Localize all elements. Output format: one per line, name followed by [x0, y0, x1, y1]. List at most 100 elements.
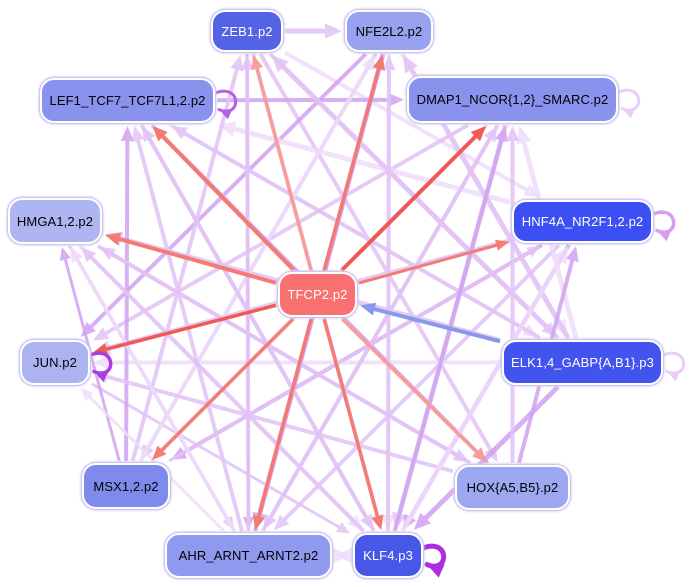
- edge-ahr-lef1[interactable]: [131, 126, 244, 532]
- edge-klf4-lef1[interactable]: [142, 126, 376, 532]
- node-elk1[interactable]: ELK1,4_GABP{A,B1}.p3: [502, 340, 663, 385]
- node-label: KLF4.p3: [363, 548, 413, 563]
- edge-msx1-lef1[interactable]: [120, 126, 134, 462]
- edge-elk1-jun[interactable]: [93, 355, 500, 370]
- self-loop-lef1[interactable]: [212, 89, 238, 120]
- arrowhead: [252, 514, 265, 530]
- edge-msx1-hmga1[interactable]: [59, 247, 121, 462]
- arrowhead: [120, 126, 134, 142]
- arrowhead: [360, 302, 377, 316]
- node-hox[interactable]: HOX{A5,B5}.p2: [455, 465, 570, 510]
- edge-elk1-lef1[interactable]: [171, 126, 541, 340]
- edge-klf4-ahr[interactable]: [335, 547, 352, 564]
- arrowhead: [553, 246, 569, 265]
- arrowhead: [80, 388, 94, 402]
- self-loop-elk1[interactable]: [660, 351, 686, 382]
- edge-msx1-zeb1[interactable]: [130, 55, 244, 462]
- arrowhead: [526, 246, 541, 258]
- self-loop-jun[interactable]: [87, 351, 113, 383]
- arrowhead: [622, 108, 636, 119]
- edge-klf4-dmap1[interactable]: [392, 126, 508, 532]
- node-klf4[interactable]: KLF4.p3: [353, 533, 423, 578]
- edge-tfcp2-ahr[interactable]: [252, 318, 313, 530]
- arrowhead: [667, 371, 681, 382]
- node-tfcp2[interactable]: TFCP2.p2: [278, 272, 357, 317]
- edge-elk1-tfcp2[interactable]: [360, 302, 501, 344]
- arrowhead: [470, 126, 486, 142]
- edge-zeb1-nfe2l2[interactable]: [285, 23, 342, 39]
- arrowhead: [403, 55, 419, 74]
- arrowhead: [565, 246, 579, 263]
- node-label: AHR_ARNT_ARNT2.p2: [178, 548, 319, 563]
- node-zeb1[interactable]: ZEB1.p2: [211, 10, 283, 52]
- arrowhead: [505, 126, 520, 141]
- node-hmga1[interactable]: HMGA1,2.p2: [8, 198, 102, 244]
- arrowhead: [494, 126, 508, 143]
- edge-tfcp2-nfe2l2[interactable]: [322, 55, 385, 271]
- node-label: HOX{A5,B5}.p2: [466, 480, 559, 495]
- node-ahr[interactable]: AHR_ARNT_ARNT2.p2: [165, 533, 332, 578]
- edge-tfcp2-hmga1[interactable]: [105, 232, 277, 285]
- node-label: TFCP2.p2: [287, 287, 348, 302]
- arrowhead: [152, 445, 167, 460]
- arrowhead: [131, 126, 145, 143]
- arrowhead: [93, 355, 108, 370]
- node-label: NFE2L2.p2: [355, 23, 423, 39]
- edge-ahr-hmga1[interactable]: [70, 247, 237, 533]
- arrowhead: [171, 126, 189, 140]
- arrowhead: [240, 55, 254, 71]
- arrowhead: [388, 93, 404, 107]
- edge-tfcp2-lef1[interactable]: [152, 126, 295, 272]
- arrowhead: [382, 55, 396, 71]
- edge-tfcp2-msx1[interactable]: [152, 317, 295, 460]
- edge-dmap1-jun[interactable]: [93, 123, 470, 341]
- self-loop-klf4[interactable]: [419, 543, 447, 578]
- node-label: ELK1,4_GABP{A,B1}.p3: [511, 355, 654, 370]
- arrowhead: [93, 327, 110, 341]
- edge-ahr-zeb1[interactable]: [240, 55, 254, 532]
- arrowhead: [94, 371, 109, 383]
- edge-hox-dmap1[interactable]: [505, 126, 520, 463]
- edge-klf4-nfe2l2[interactable]: [382, 55, 396, 532]
- arrowhead: [427, 564, 445, 578]
- node-label: JUN.p2: [33, 355, 77, 370]
- arrowhead: [271, 55, 289, 73]
- arrowhead: [99, 247, 116, 261]
- arrowhead: [219, 109, 233, 120]
- arrowhead: [251, 55, 263, 71]
- node-msx1[interactable]: MSX1,2.p2: [82, 463, 170, 509]
- edge-klf4-hnf4a[interactable]: [400, 246, 569, 533]
- edge-tfcp2-zeb1[interactable]: [251, 55, 313, 271]
- edge-hox-hmga1[interactable]: [99, 247, 472, 465]
- arrowhead: [483, 126, 498, 143]
- arrowhead: [472, 447, 487, 462]
- edge-tfcp2-dmap1[interactable]: [340, 126, 486, 272]
- edge-elk1-klf4[interactable]: [413, 385, 560, 530]
- node-dmap1[interactable]: DMAP1_NCOR{1,2}_SMARC.p2: [407, 76, 618, 123]
- arrowhead: [325, 23, 342, 39]
- node-lef1[interactable]: LEF1_TCF7_TCF7L1,2.p2: [40, 78, 215, 123]
- arrowhead: [372, 55, 385, 71]
- node-label: ZEB1.p2: [221, 23, 273, 39]
- self-loop-hnf4a[interactable]: [650, 210, 676, 242]
- edge-tfcp2-hnf4a[interactable]: [358, 239, 509, 285]
- node-label: HNF4A_NR2F1,2.p2: [521, 214, 644, 229]
- arrowhead: [152, 126, 168, 142]
- arrowhead: [516, 126, 532, 145]
- arrowhead: [105, 232, 122, 246]
- edge-tfcp2-klf4[interactable]: [322, 318, 384, 530]
- edge-msx1-hnf4a[interactable]: [168, 246, 541, 463]
- node-hnf4a[interactable]: HNF4A_NR2F1,2.p2: [512, 200, 653, 243]
- edge-klf4-hmga1[interactable]: [80, 247, 366, 533]
- arrowhead: [274, 514, 290, 530]
- self-loop-dmap1[interactable]: [615, 88, 641, 119]
- arrowhead: [70, 247, 84, 264]
- arrowhead: [335, 522, 350, 534]
- node-jun[interactable]: JUN.p2: [20, 340, 90, 385]
- arrowhead: [59, 247, 71, 262]
- edge-tfcp2-hox[interactable]: [341, 317, 487, 462]
- edge-jun-klf4[interactable]: [91, 382, 350, 534]
- node-nfe2l2[interactable]: NFE2L2.p2: [345, 10, 433, 52]
- arrowhead: [80, 247, 97, 263]
- node-label: LEF1_TCF7_TCF7L1,2.p2: [49, 93, 206, 108]
